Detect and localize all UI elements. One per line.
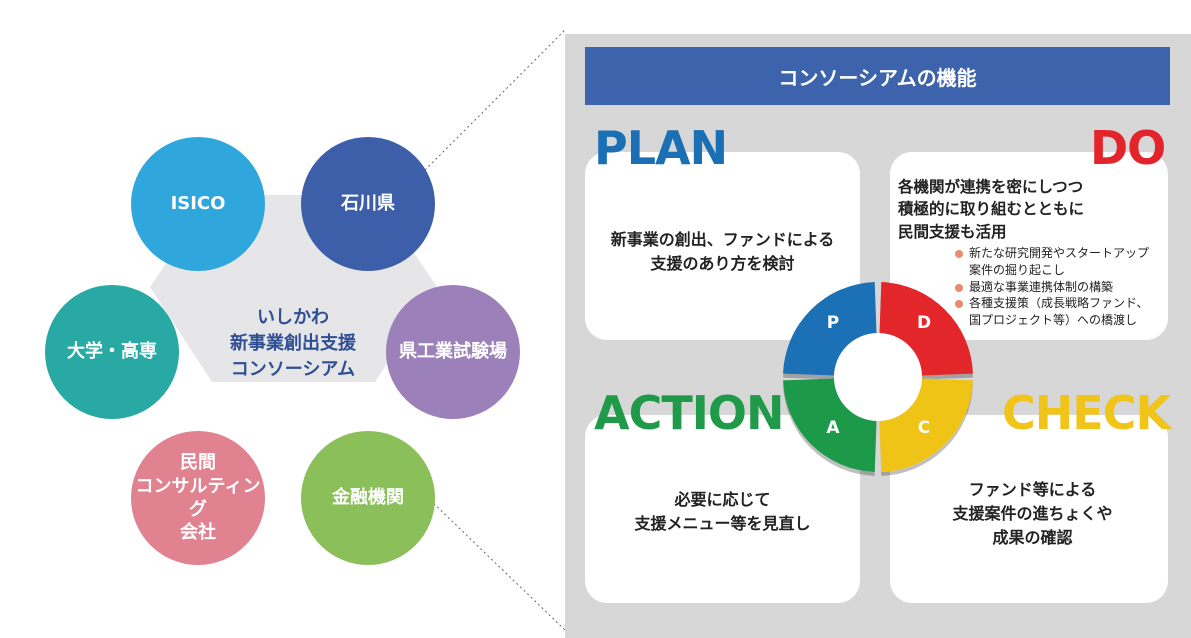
cycle-label-c: C: [918, 418, 930, 438]
cycle-label-p: P: [827, 313, 839, 333]
do-bullet-item: 各種支援策（成長戦略ファンド、 国プロジェクト等）への橋渡し: [955, 295, 1167, 329]
member-universities: 大学・高専: [45, 285, 179, 419]
hub-line: 新事業創出支援: [230, 333, 356, 355]
zoom-connector-top: [424, 29, 566, 171]
cycle-segment-check: [879, 378, 973, 472]
member-isico: ISICO: [131, 137, 265, 271]
plan-description: 新事業の創出、ファンドによる 支援のあり方を検討: [610, 230, 835, 273]
check-description: ファンド等による 支援案件の進ちょくや 成果の確認: [952, 480, 1113, 547]
action-description: 必要に応じて 支援メニュー等を見直し: [634, 490, 811, 533]
do-bullet-item: 新たな研究開発やスタートアップ 案件の掘り起こし: [955, 245, 1167, 279]
cycle-segment-action: [783, 378, 877, 472]
consortium-hub-title: いしかわ 新事業創出支援 コンソーシアム: [193, 305, 393, 383]
cycle-label-d: D: [917, 313, 931, 333]
check-title: CHECK: [1002, 386, 1171, 440]
hub-line: コンソーシアム: [230, 359, 356, 381]
functions-header: コンソーシアムの機能: [585, 47, 1170, 105]
member-private-consulting: 民間 コンサルティング 会社: [131, 431, 265, 565]
pdca-cycle: P D C A: [783, 282, 973, 472]
cycle-segment-do: [879, 282, 973, 376]
cycle-label-a: A: [826, 418, 840, 438]
cycle-segment-plan: [783, 282, 877, 376]
do-title: DO: [1090, 121, 1166, 175]
action-title: ACTION: [594, 386, 784, 440]
do-bullet-item: 最適な事業連携体制の構築: [955, 279, 1167, 296]
plan-title: PLAN: [594, 121, 728, 175]
cycle-center: [834, 333, 922, 421]
do-bullet-list: 新たな研究開発やスタートアップ 案件の掘り起こし 最適な事業連携体制の構築 各種…: [955, 245, 1167, 329]
hub-line: いしかわ: [257, 307, 329, 328]
member-ishikawa-prefecture: 石川県: [301, 137, 435, 271]
do-description: 各機関が連携を密にしつつ 積極的に取り組むとともに 民間支援も活用: [898, 178, 1085, 241]
member-industrial-research-institute: 県工業試験場: [386, 285, 520, 419]
member-financial-institutions: 金融機関: [301, 431, 435, 565]
zoom-connector-bottom: [429, 499, 566, 631]
